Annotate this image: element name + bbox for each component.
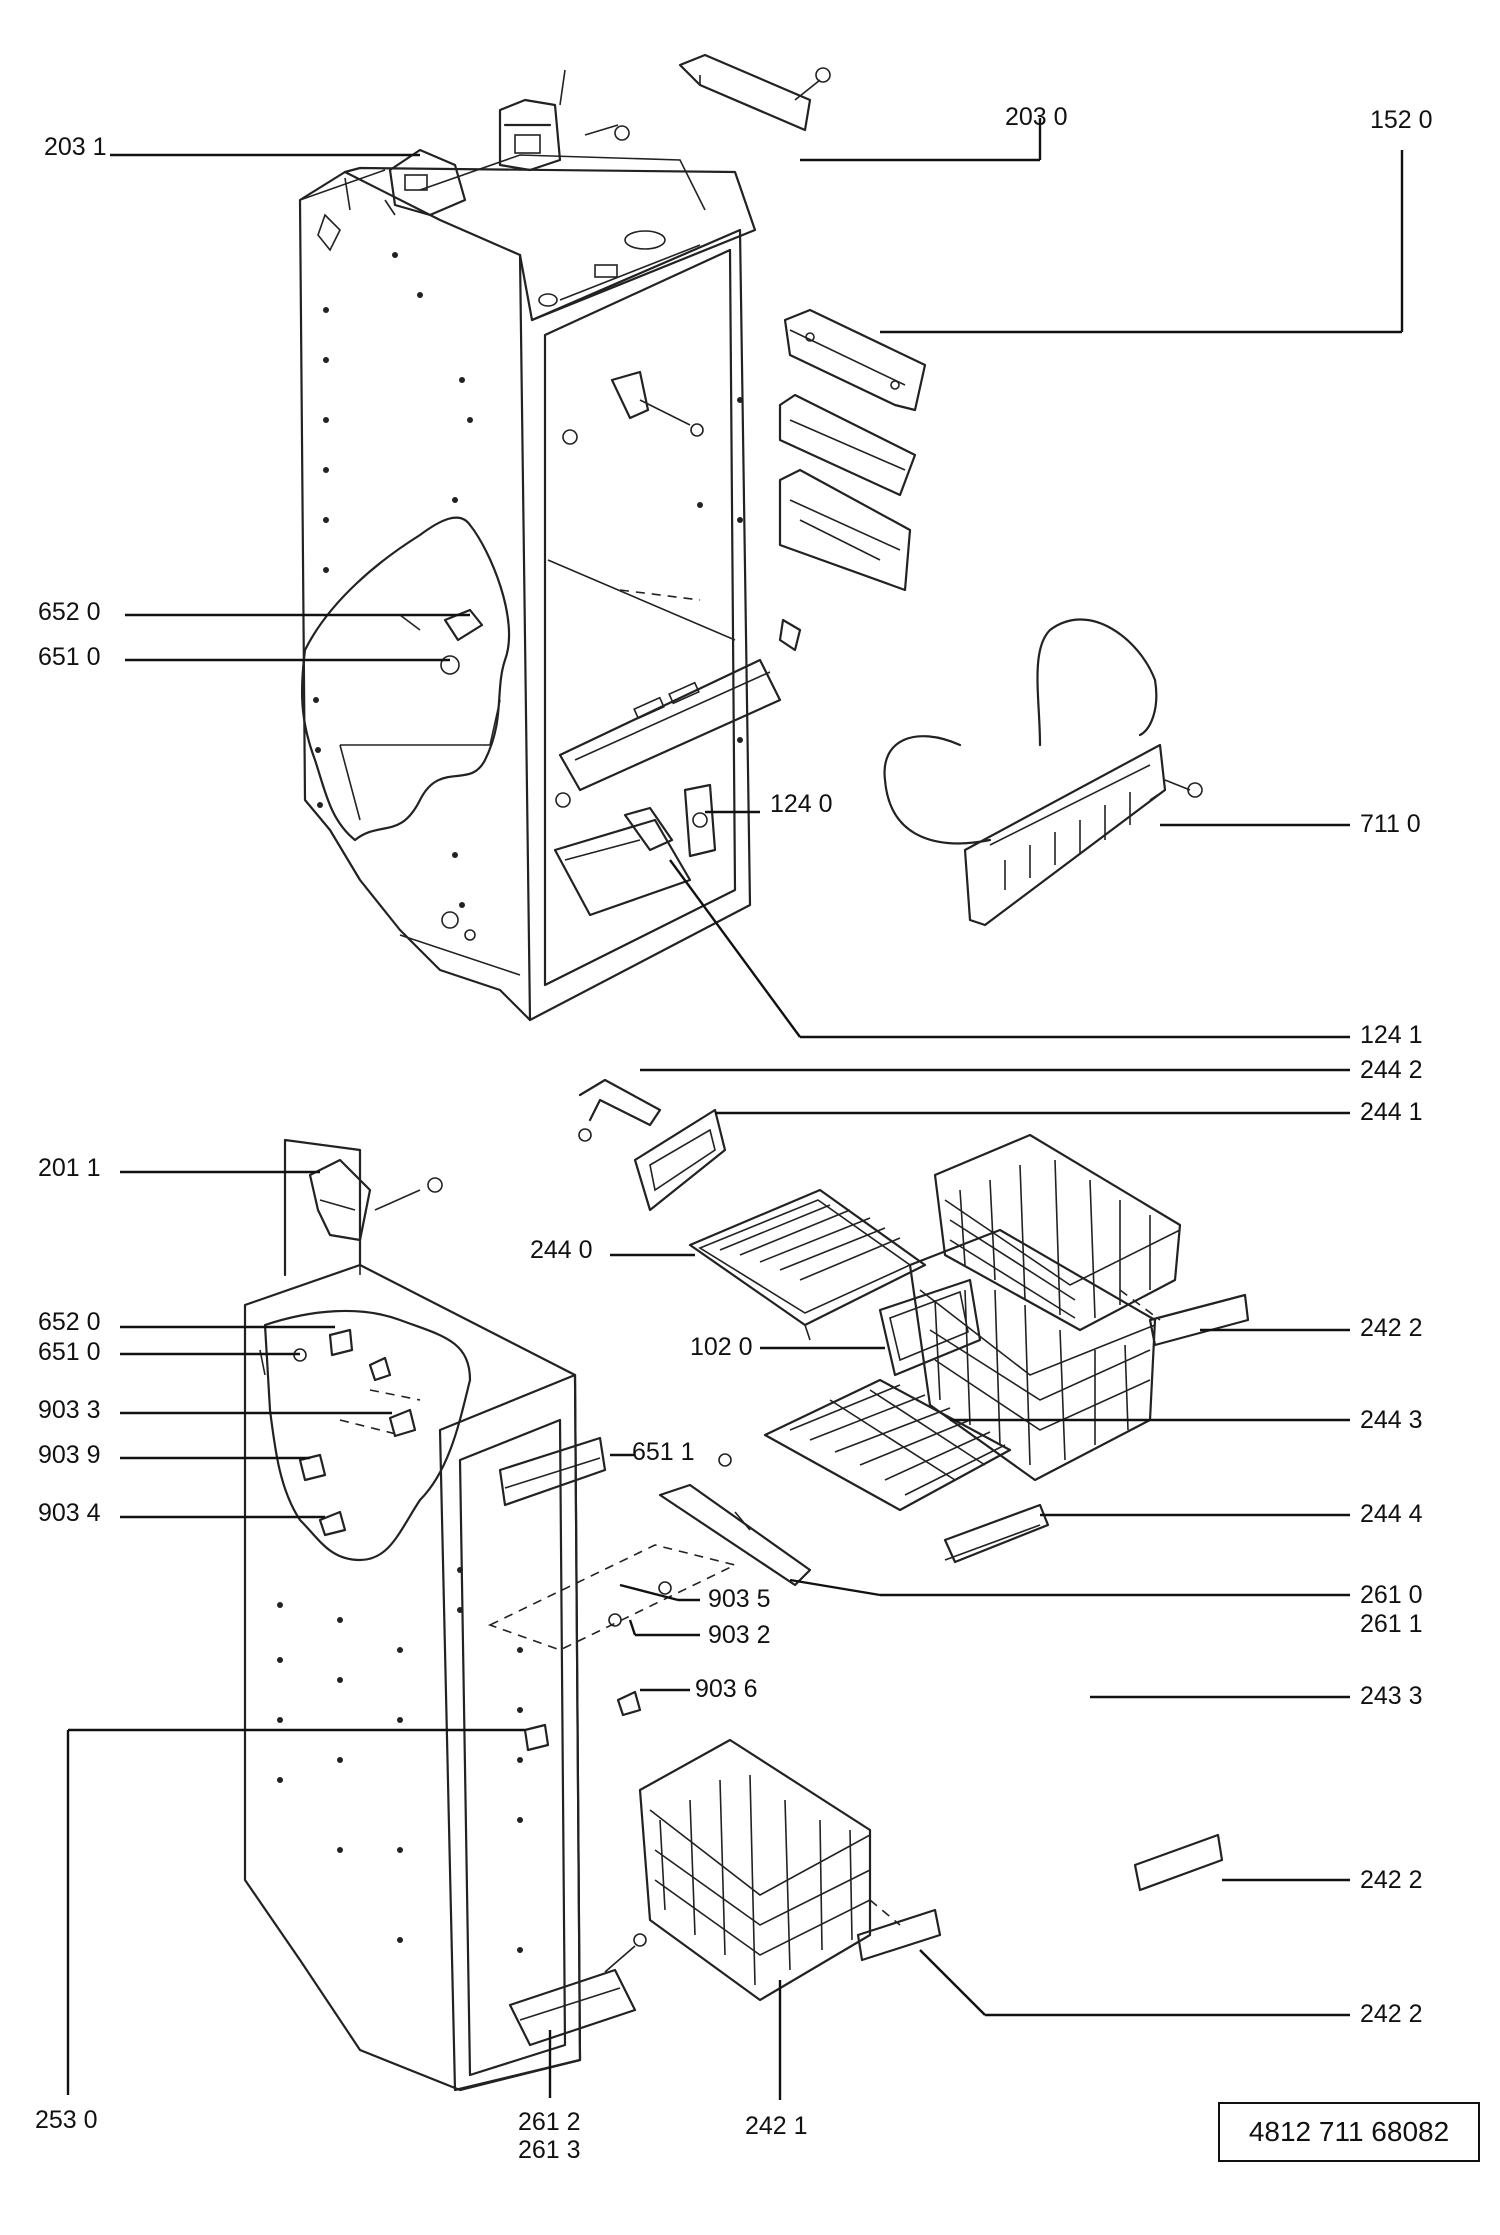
callout-9039: 903 9 [38,1441,101,1469]
lower-cabinet-drawing [243,1138,738,2092]
upper-cabinet-drawing [298,154,802,1022]
ice-tray-drawing [883,618,1203,927]
callout-2422-b: 242 2 [1360,1866,1423,1894]
callout-2442: 244 2 [1360,1056,1423,1084]
callout-9036: 903 6 [695,1675,758,1703]
callout-9035: 903 5 [708,1585,771,1613]
callout-1520: 152 0 [1370,106,1433,134]
callout-6510-lower: 651 0 [38,1338,101,1366]
part-number-box: 4812 711 68082 [1218,2102,1480,2162]
callout-2610: 261 0 [1360,1581,1423,1609]
upper-right-parts [778,308,927,592]
top-hinge-assembly [299,53,831,217]
callout-2530: 253 0 [35,2106,98,2134]
callout-9034: 903 4 [38,1499,101,1527]
callout-2433: 243 3 [1360,1682,1423,1710]
callout-7110: 711 0 [1360,810,1421,838]
callout-2613: 261 3 [518,2136,581,2164]
callout-6520-lower: 652 0 [38,1308,101,1336]
callout-6520-upper: 652 0 [38,598,101,626]
callout-2441: 244 1 [1360,1098,1423,1126]
callout-2031: 203 1 [44,133,107,161]
callout-2612: 261 2 [518,2108,581,2136]
leader-lines [66,118,1404,2100]
callout-2440: 244 0 [530,1236,593,1264]
callout-2011: 201 1 [38,1154,101,1182]
part-number-text: 4812 711 68082 [1248,2116,1450,2147]
callout-2422-c: 242 2 [1360,2000,1423,2028]
callout-2421: 242 1 [745,2112,808,2140]
callout-2422-a: 242 2 [1360,1314,1423,1342]
lower-right-parts [578,1078,1250,2002]
callout-6510-upper: 651 0 [38,643,101,671]
callout-2611: 261 1 [1360,1610,1423,1638]
callout-2030: 203 0 [1005,103,1068,131]
callout-labels: 203 1 203 0 152 0 652 0 651 0 124 0 711 … [35,103,1433,2164]
callout-1241: 124 1 [1360,1021,1423,1049]
callout-6511: 651 1 [632,1438,695,1466]
callout-2444: 244 4 [1360,1500,1423,1528]
callout-2443: 244 3 [1360,1406,1423,1434]
callout-1240: 124 0 [770,790,833,818]
callout-1020: 102 0 [690,1333,753,1361]
callout-9032: 903 2 [708,1621,771,1649]
callout-9033: 903 3 [38,1396,101,1424]
